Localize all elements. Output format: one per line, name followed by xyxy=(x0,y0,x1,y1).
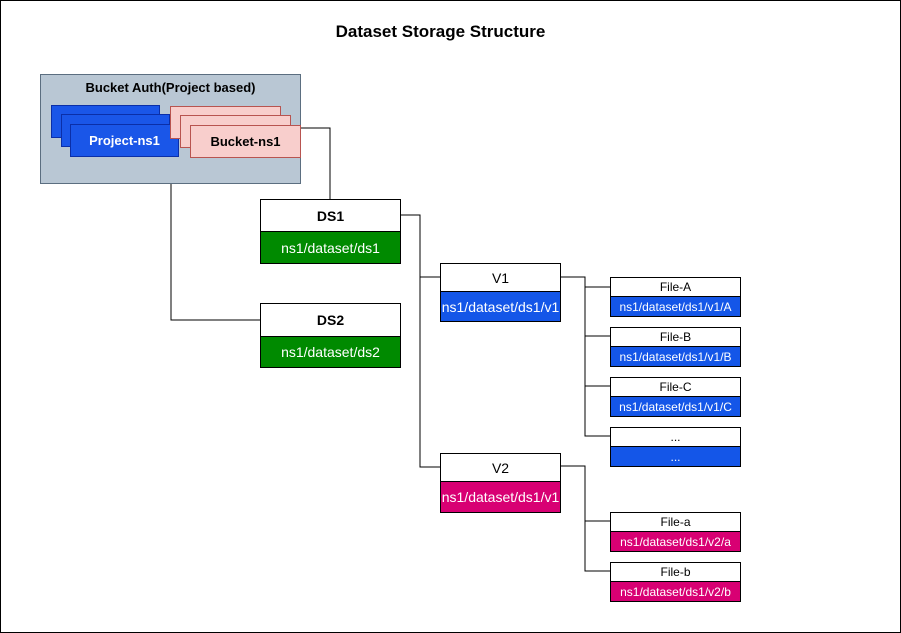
bucket-card: Bucket-ns1 xyxy=(190,125,301,158)
ds1-node-path: ns1/dataset/ds1 xyxy=(260,232,401,264)
diagram-title: Dataset Storage Structure xyxy=(335,22,546,41)
edge-v2-file-a xyxy=(560,465,610,522)
ds1-node-name: DS1 xyxy=(260,199,401,232)
edge-v1-file-b xyxy=(584,287,610,337)
file-b-lower-path: ns1/dataset/ds1/v2/b xyxy=(610,582,741,602)
bucket-auth-title: Bucket Auth(Project based) xyxy=(85,80,256,95)
v1-node-name: V1 xyxy=(440,263,561,292)
file-c-upper-name: File-C xyxy=(610,377,741,397)
edge-ds1-v2 xyxy=(419,277,440,468)
edge-bucket-ds1 xyxy=(300,127,331,200)
edge-v1-file-c xyxy=(584,336,610,387)
file-a-upper-name: File-A xyxy=(610,277,741,297)
edge-ds1-v1 xyxy=(400,214,440,278)
file-b-upper-name: File-B xyxy=(610,327,741,347)
file-a-upper-path: ns1/dataset/ds1/v1/A xyxy=(610,297,741,317)
file-b-upper-path: ns1/dataset/ds1/v1/B xyxy=(610,347,741,367)
file-more-path: ... xyxy=(610,447,741,467)
ds2-node-name: DS2 xyxy=(260,303,401,337)
file-a-lower-name: File-a xyxy=(610,512,741,532)
v2-node-name: V2 xyxy=(440,453,561,482)
file-c-upper-path: ns1/dataset/ds1/v1/C xyxy=(610,397,741,417)
v2-node-path: ns1/dataset/ds1/v1 xyxy=(440,482,561,513)
v1-node-path: ns1/dataset/ds1/v1 xyxy=(440,292,561,322)
edge-v1-file-more xyxy=(584,386,610,437)
file-a-lower-path: ns1/dataset/ds1/v2/a xyxy=(610,532,741,552)
edge-v1-file-a xyxy=(560,276,610,288)
file-more-name: ... xyxy=(610,427,741,447)
project-card: Project-ns1 xyxy=(70,124,179,157)
edge-bucket-ds2 xyxy=(170,184,260,321)
edge-v2-file-b xyxy=(584,521,610,572)
ds2-node-path: ns1/dataset/ds2 xyxy=(260,337,401,368)
file-b-lower-name: File-b xyxy=(610,562,741,582)
